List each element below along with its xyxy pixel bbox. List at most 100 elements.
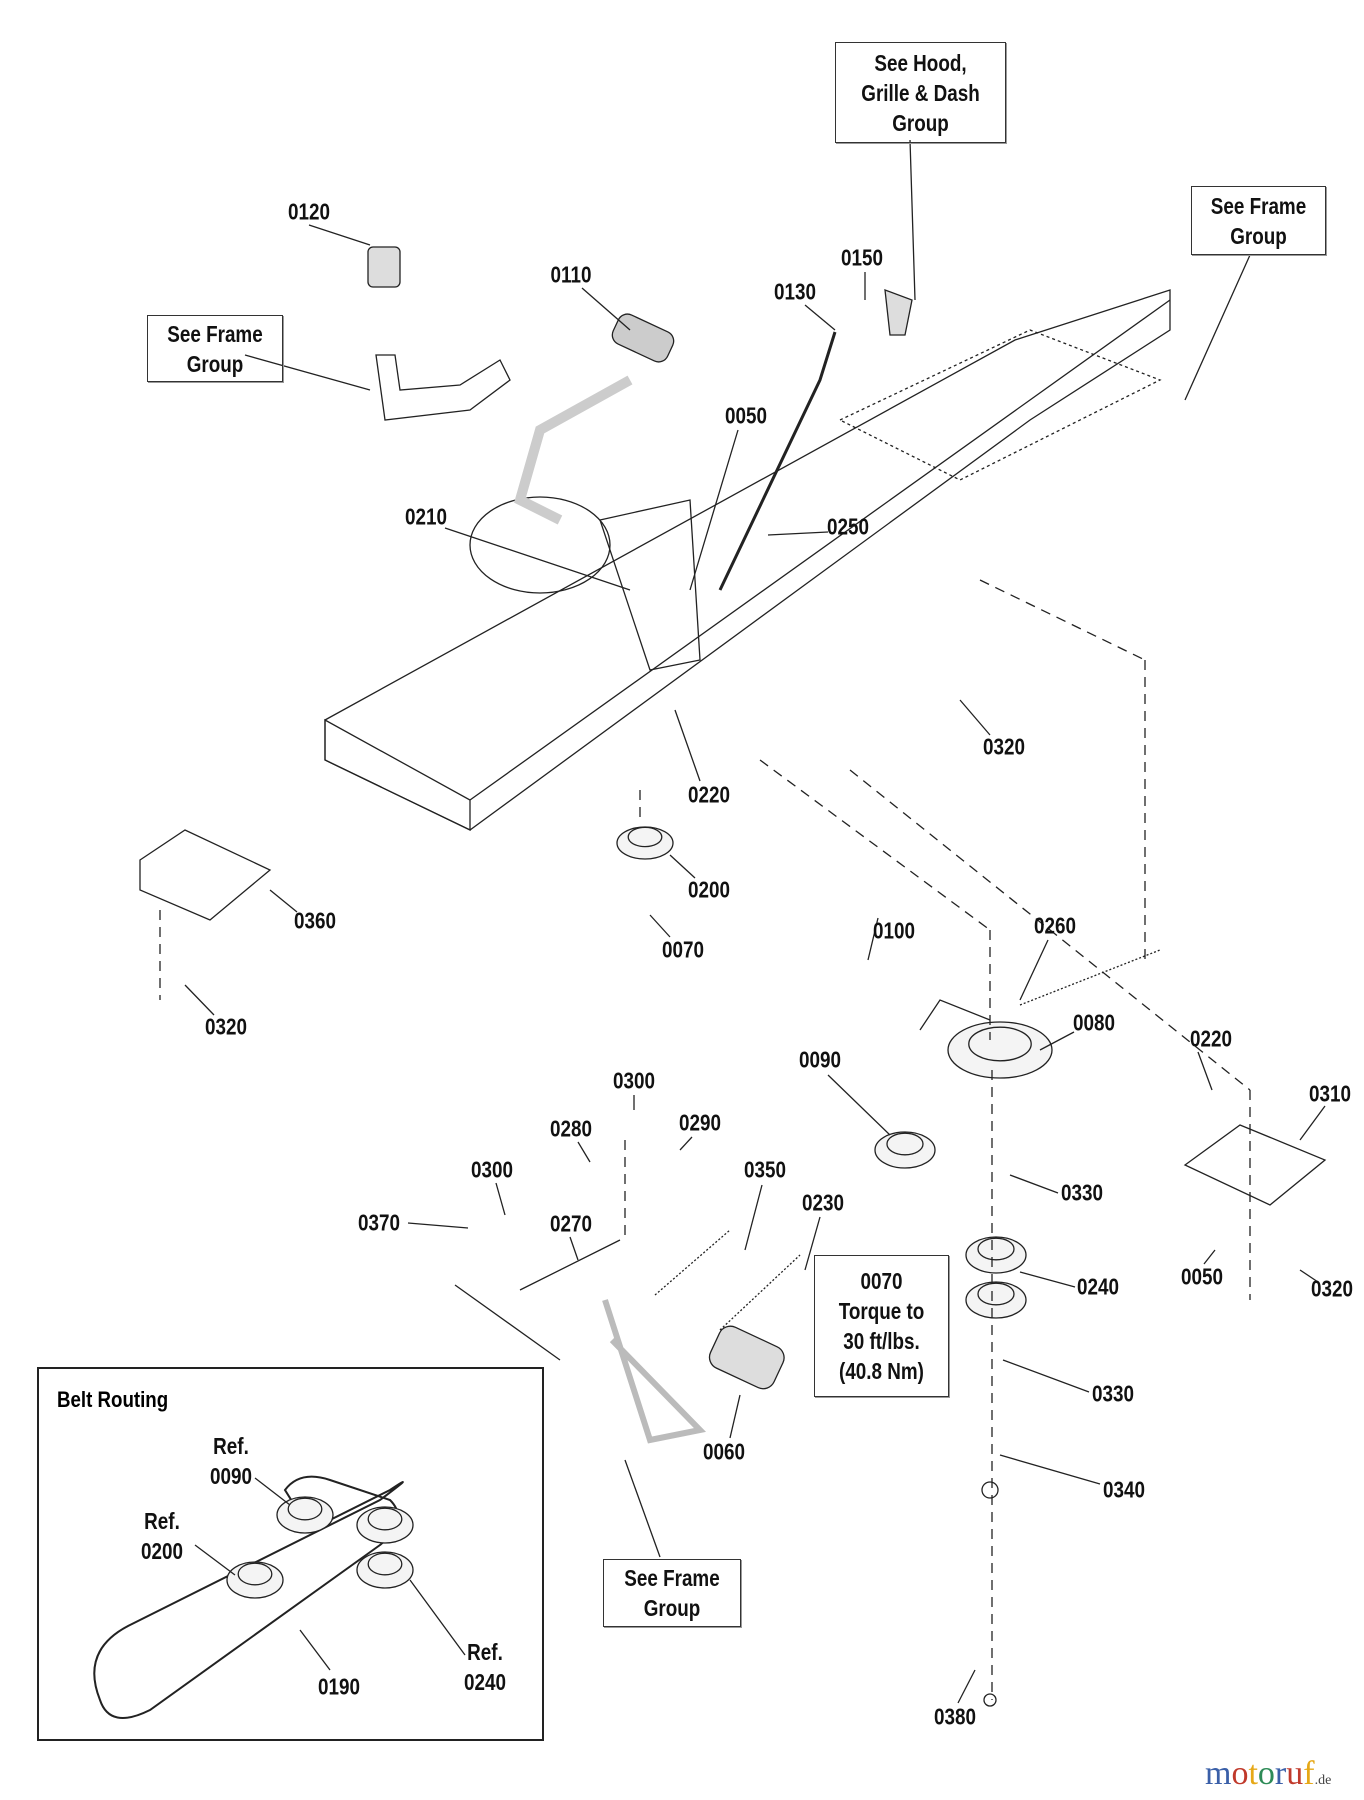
inset-pulley-0200 — [226, 1561, 284, 1599]
linkage-0270 — [454, 1239, 621, 1361]
ref-0090-label: Ref. 0090 — [210, 1431, 252, 1491]
watermark-letter: o — [1257, 1755, 1275, 1792]
leader-line — [1197, 1051, 1213, 1091]
leader-line — [495, 1182, 506, 1216]
inset-pulley-0090-hub — [287, 1497, 323, 1521]
frame-opening — [469, 496, 611, 594]
leader-line — [407, 1222, 469, 1229]
pulley-0080-hub — [968, 1026, 1032, 1062]
belt-routing-title: Belt Routing — [57, 1387, 169, 1412]
ref-0240-label: Ref. 0240 — [464, 1637, 506, 1697]
bracket-0360 — [139, 829, 272, 921]
leader-line — [1019, 939, 1049, 1001]
callout-0330: 0330 — [1092, 1380, 1134, 1407]
pulley-0240-lower — [965, 1281, 1027, 1319]
leader-line — [1299, 1269, 1319, 1283]
callout-0320: 0320 — [205, 1013, 247, 1040]
leader-line — [1184, 254, 1251, 401]
box-line: See Frame — [167, 320, 263, 347]
leader-line — [679, 1136, 693, 1151]
leader-line — [254, 1477, 291, 1506]
frame-rail — [324, 289, 1171, 831]
ref-prefix: Ref. — [467, 1639, 503, 1665]
pulley-0240-upper — [965, 1236, 1027, 1274]
callout-0350: 0350 — [744, 1156, 786, 1183]
leader-line — [1203, 1249, 1216, 1265]
motoruf-watermark: motoruf.de — [1205, 1755, 1331, 1793]
ref-prefix: Ref. — [213, 1433, 249, 1459]
leader-line — [444, 527, 631, 591]
callout-0300: 0300 — [613, 1067, 655, 1094]
pedal-bracket — [599, 499, 701, 671]
see-frame-box-top-right: See Frame Group — [1191, 186, 1326, 255]
box-line: Group — [186, 350, 244, 377]
see-frame-box-bottom: See Frame Group — [603, 1559, 741, 1627]
belt-routing-inset: Belt Routing — [37, 1367, 544, 1741]
see-frame-box-left: See Frame Group — [147, 315, 283, 382]
leader-line — [909, 139, 916, 301]
callout-0250: 0250 — [827, 513, 869, 540]
callout-0100: 0100 — [873, 917, 915, 944]
idler-arm — [919, 999, 991, 1031]
leader-line — [959, 699, 991, 736]
watermark-letter: u — [1286, 1755, 1304, 1792]
callout-0340: 0340 — [1103, 1476, 1145, 1503]
torque-part: 0070 — [860, 1268, 903, 1294]
dash-panel — [838, 329, 1162, 481]
spring-0260 — [1019, 949, 1161, 1006]
dashed-line — [979, 579, 1146, 661]
leader-line — [767, 531, 829, 536]
leader-line — [624, 1459, 661, 1558]
pedal-frame — [602, 1299, 707, 1444]
callout-0090: 0090 — [799, 1046, 841, 1073]
inset-pulley-top-0240-hub — [367, 1507, 403, 1531]
leader-line — [674, 709, 701, 782]
box-line: Group — [892, 109, 949, 136]
pulley-0080 — [947, 1021, 1053, 1079]
box-line: See Frame — [624, 1565, 720, 1591]
callout-0330: 0330 — [1061, 1179, 1103, 1206]
leader-line — [804, 304, 836, 331]
belt-0190-label: 0190 — [318, 1673, 360, 1700]
pulley-0090 — [874, 1131, 936, 1169]
drive-pedal-arm — [514, 375, 633, 525]
callout-0200: 0200 — [688, 876, 730, 903]
torque-line: Torque to — [838, 1298, 925, 1324]
callout-0380: 0380 — [934, 1703, 976, 1730]
callout-0080: 0080 — [1073, 1009, 1115, 1036]
leader-line — [689, 429, 739, 591]
springs-0350-0230 — [654, 1229, 801, 1331]
leader-line — [867, 917, 879, 961]
leader-line — [1019, 1271, 1076, 1288]
callout-0230: 0230 — [802, 1189, 844, 1216]
callout-0360: 0360 — [294, 907, 336, 934]
pulley-0200 — [616, 826, 674, 860]
box-line: See Hood, — [874, 49, 967, 76]
leader-line — [744, 1184, 763, 1251]
dashed-line — [759, 759, 991, 931]
pulley-0200-hub — [627, 826, 663, 848]
torque-line: 30 ft/lbs. — [843, 1328, 920, 1354]
leader-line — [999, 1454, 1101, 1485]
callout-0320: 0320 — [1311, 1275, 1353, 1302]
leader-line — [827, 1074, 891, 1136]
ref-part: 0090 — [210, 1463, 252, 1489]
callout-0370: 0370 — [358, 1209, 400, 1236]
watermark-suffix: .de — [1314, 1773, 1332, 1788]
box-line: See Frame — [1210, 192, 1307, 219]
ref-0200-label: Ref. 0200 — [141, 1506, 183, 1566]
leader-line — [244, 354, 371, 391]
callout-0270: 0270 — [550, 1210, 592, 1237]
inset-pulley-bottom-0240-hub — [367, 1552, 403, 1576]
inset-pulley-0090 — [276, 1496, 334, 1534]
nut-0380 — [983, 1693, 997, 1707]
leader-line — [669, 854, 696, 879]
pulley-0240-upper-hub — [977, 1237, 1015, 1261]
box-line: Group — [1230, 222, 1287, 249]
leader-line — [649, 914, 671, 938]
watermark-letter: o — [1231, 1755, 1249, 1792]
inset-pulley-0200-hub — [237, 1562, 273, 1586]
callout-0310: 0310 — [1309, 1080, 1351, 1107]
pedal-pad-0120 — [367, 246, 401, 288]
